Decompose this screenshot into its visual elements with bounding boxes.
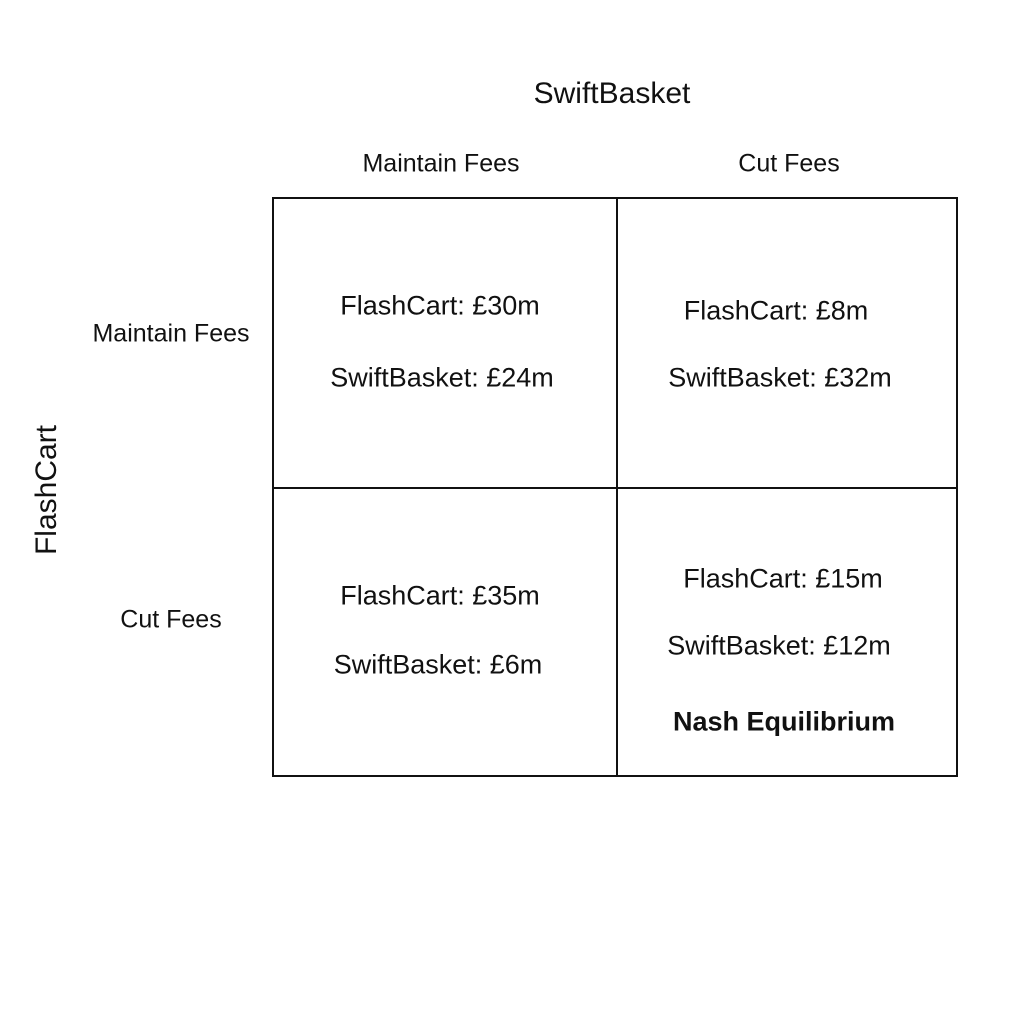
cell-cut-cut-swiftbasket-payoff: SwiftBasket: £12m xyxy=(667,630,891,661)
payoff-matrix xyxy=(272,197,958,777)
cell-cut-maintain-flashcart-payoff: FlashCart: £35m xyxy=(340,580,540,611)
cell-maintain-cut-swiftbasket-payoff: SwiftBasket: £32m xyxy=(668,362,892,393)
column-player-label: SwiftBasket xyxy=(533,77,691,110)
row-strategy-maintain-fees: Maintain Fees xyxy=(92,319,250,348)
cell-maintain-cut-flashcart-payoff: FlashCart: £8m xyxy=(683,295,869,326)
row-player-label: FlashCart xyxy=(30,424,63,556)
cell-cut-maintain-swiftbasket-payoff: SwiftBasket: £6m xyxy=(333,649,543,680)
row-strategy-cut-fees: Cut Fees xyxy=(120,605,222,634)
nash-equilibrium-label: Nash Equilibrium xyxy=(672,706,896,737)
cell-maintain-maintain-flashcart-payoff: FlashCart: £30m xyxy=(340,290,540,321)
column-strategy-cut-fees: Cut Fees xyxy=(738,149,840,178)
cell-maintain-maintain-swiftbasket-payoff: SwiftBasket: £24m xyxy=(330,362,554,393)
cell-cut-cut-flashcart-payoff: FlashCart: £15m xyxy=(683,563,883,594)
matrix-horizontal-divider xyxy=(274,487,956,489)
column-strategy-maintain-fees: Maintain Fees xyxy=(362,149,520,178)
